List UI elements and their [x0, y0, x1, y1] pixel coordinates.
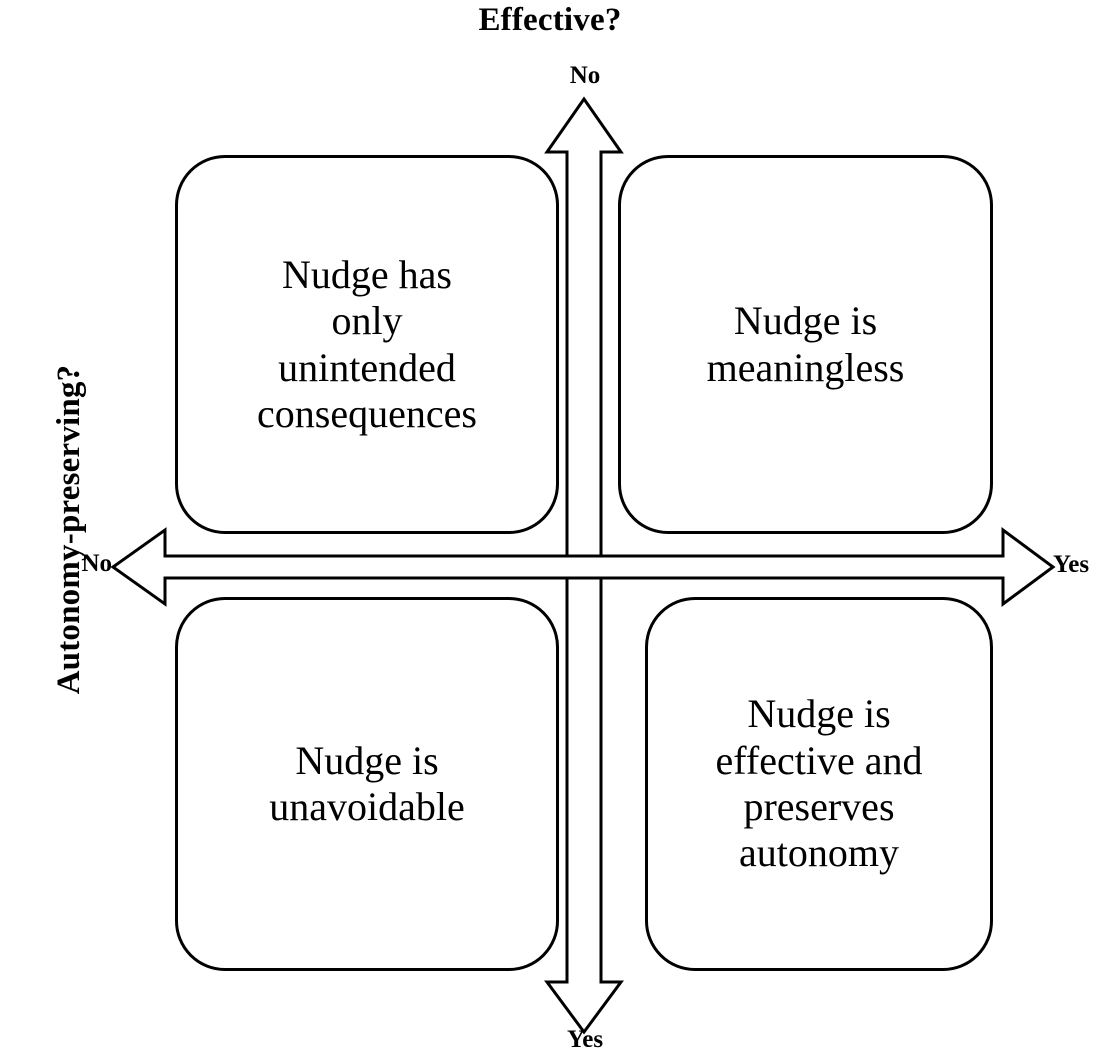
- quadrant-bottom-left-label: Nudge is unavoidable: [269, 737, 465, 829]
- axis-cross-center-fill: [569, 558, 600, 577]
- quadrant-top-left[interactable]: Nudge has only unintended consequences: [175, 155, 559, 534]
- x-axis-right-label-yes: Yes: [1053, 551, 1090, 578]
- quadrant-bottom-left[interactable]: Nudge is unavoidable: [175, 597, 559, 971]
- y-axis-bottom-label-yes: Yes: [566, 1026, 604, 1053]
- x-axis-top-label-no: No: [569, 62, 601, 89]
- quadrant-top-right[interactable]: Nudge is meaningless: [618, 155, 993, 534]
- horizontal-axis-arrow-icon: [110, 527, 1056, 607]
- quadrant-bottom-right[interactable]: Nudge is effective and preserves autonom…: [645, 597, 993, 971]
- quadrant-top-right-label: Nudge is meaningless: [706, 298, 905, 390]
- y-axis-left-label-no: No: [81, 550, 112, 577]
- quadrant-top-left-label: Nudge has only unintended consequences: [257, 251, 477, 436]
- y-axis-title: Autonomy-preserving?: [51, 364, 87, 695]
- x-axis-title: Effective?: [478, 2, 622, 38]
- quadrant-bottom-right-label: Nudge is effective and preserves autonom…: [715, 691, 923, 876]
